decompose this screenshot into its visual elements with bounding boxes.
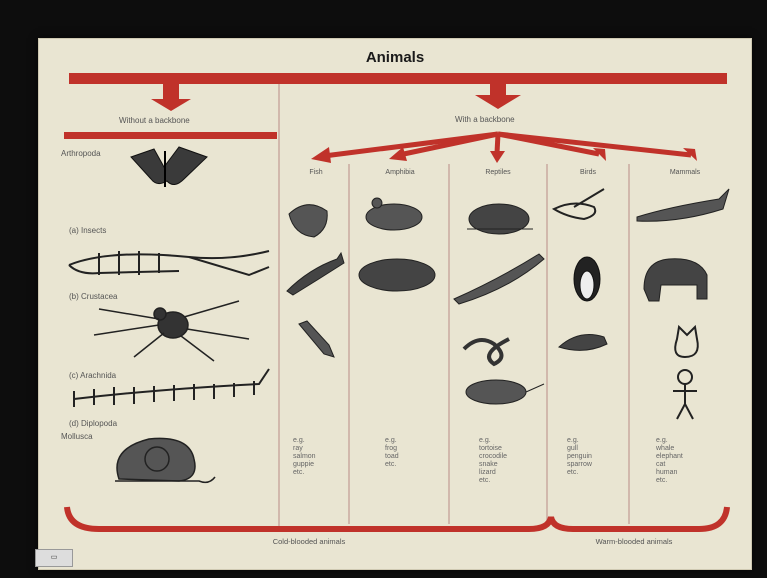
group-name-amphibia: Amphibia	[357, 169, 443, 176]
crocodile-icon	[454, 254, 544, 304]
ray-icon	[289, 205, 327, 237]
footer-brace	[67, 507, 727, 529]
slide: Animals Without a backbone With a backbo…	[38, 38, 752, 570]
top-bar	[69, 73, 727, 84]
cat-icon	[675, 327, 698, 357]
sparrow-icon	[559, 335, 607, 351]
group-examples-amphibia: e.g. frog toad etc.	[385, 437, 399, 469]
invertebrate-label: (d) Diplopoda	[69, 419, 117, 428]
group-name-reptiles: Reptiles	[455, 169, 541, 176]
diagram-title: Animals	[39, 49, 751, 66]
spider-icon	[94, 301, 249, 361]
branch-label-with-backbone: With a backbone	[455, 115, 515, 124]
guppie-icon	[299, 321, 334, 357]
tortoise-icon	[467, 204, 533, 234]
snake-icon	[464, 339, 509, 364]
lizard-icon	[466, 380, 544, 404]
invertebrate-label: Mollusca	[61, 432, 93, 441]
invertebrate-label: (a) Insects	[69, 226, 106, 235]
group-name-birds: Birds	[552, 169, 624, 176]
penguin-icon	[574, 257, 600, 301]
footer-warm-blooded: Warm-blooded animals	[559, 537, 709, 546]
group-name-fish: Fish	[289, 169, 343, 176]
whale-icon	[637, 189, 729, 221]
branch-label-without-backbone: Without a backbone	[119, 116, 190, 125]
salmon-icon	[287, 253, 344, 295]
group-examples-reptiles: e.g. tortoise crocodile snake lizard etc…	[479, 437, 507, 485]
fan-lines	[324, 134, 691, 156]
invertebrate-label: (c) Arachnida	[69, 371, 116, 380]
snail-icon	[115, 438, 215, 482]
group-examples-birds: e.g. gull penguin sparrow etc.	[567, 437, 592, 477]
lobster-icon	[69, 251, 269, 275]
frog-icon	[366, 198, 422, 230]
footer-cold-blooded: Cold-blooded animals	[229, 537, 389, 546]
group-examples-mammals: e.g. whale elephant cat human etc.	[656, 437, 683, 485]
butterfly-icon	[131, 147, 207, 187]
right-branch-arrow	[475, 84, 521, 109]
human-icon	[673, 370, 697, 419]
gull-icon	[554, 189, 604, 219]
toad-icon	[359, 259, 435, 291]
slide-control-button[interactable]: ▭	[35, 549, 73, 567]
group-name-mammals: Mammals	[635, 169, 735, 176]
invertebrate-label: (b) Crustacea	[69, 292, 117, 301]
elephant-icon	[644, 259, 707, 301]
invertebrate-label: Arthropoda	[61, 149, 101, 158]
group-examples-fish: e.g. ray salmon guppie etc.	[293, 437, 316, 477]
left-bar	[64, 132, 277, 139]
left-branch-arrow	[151, 84, 191, 111]
